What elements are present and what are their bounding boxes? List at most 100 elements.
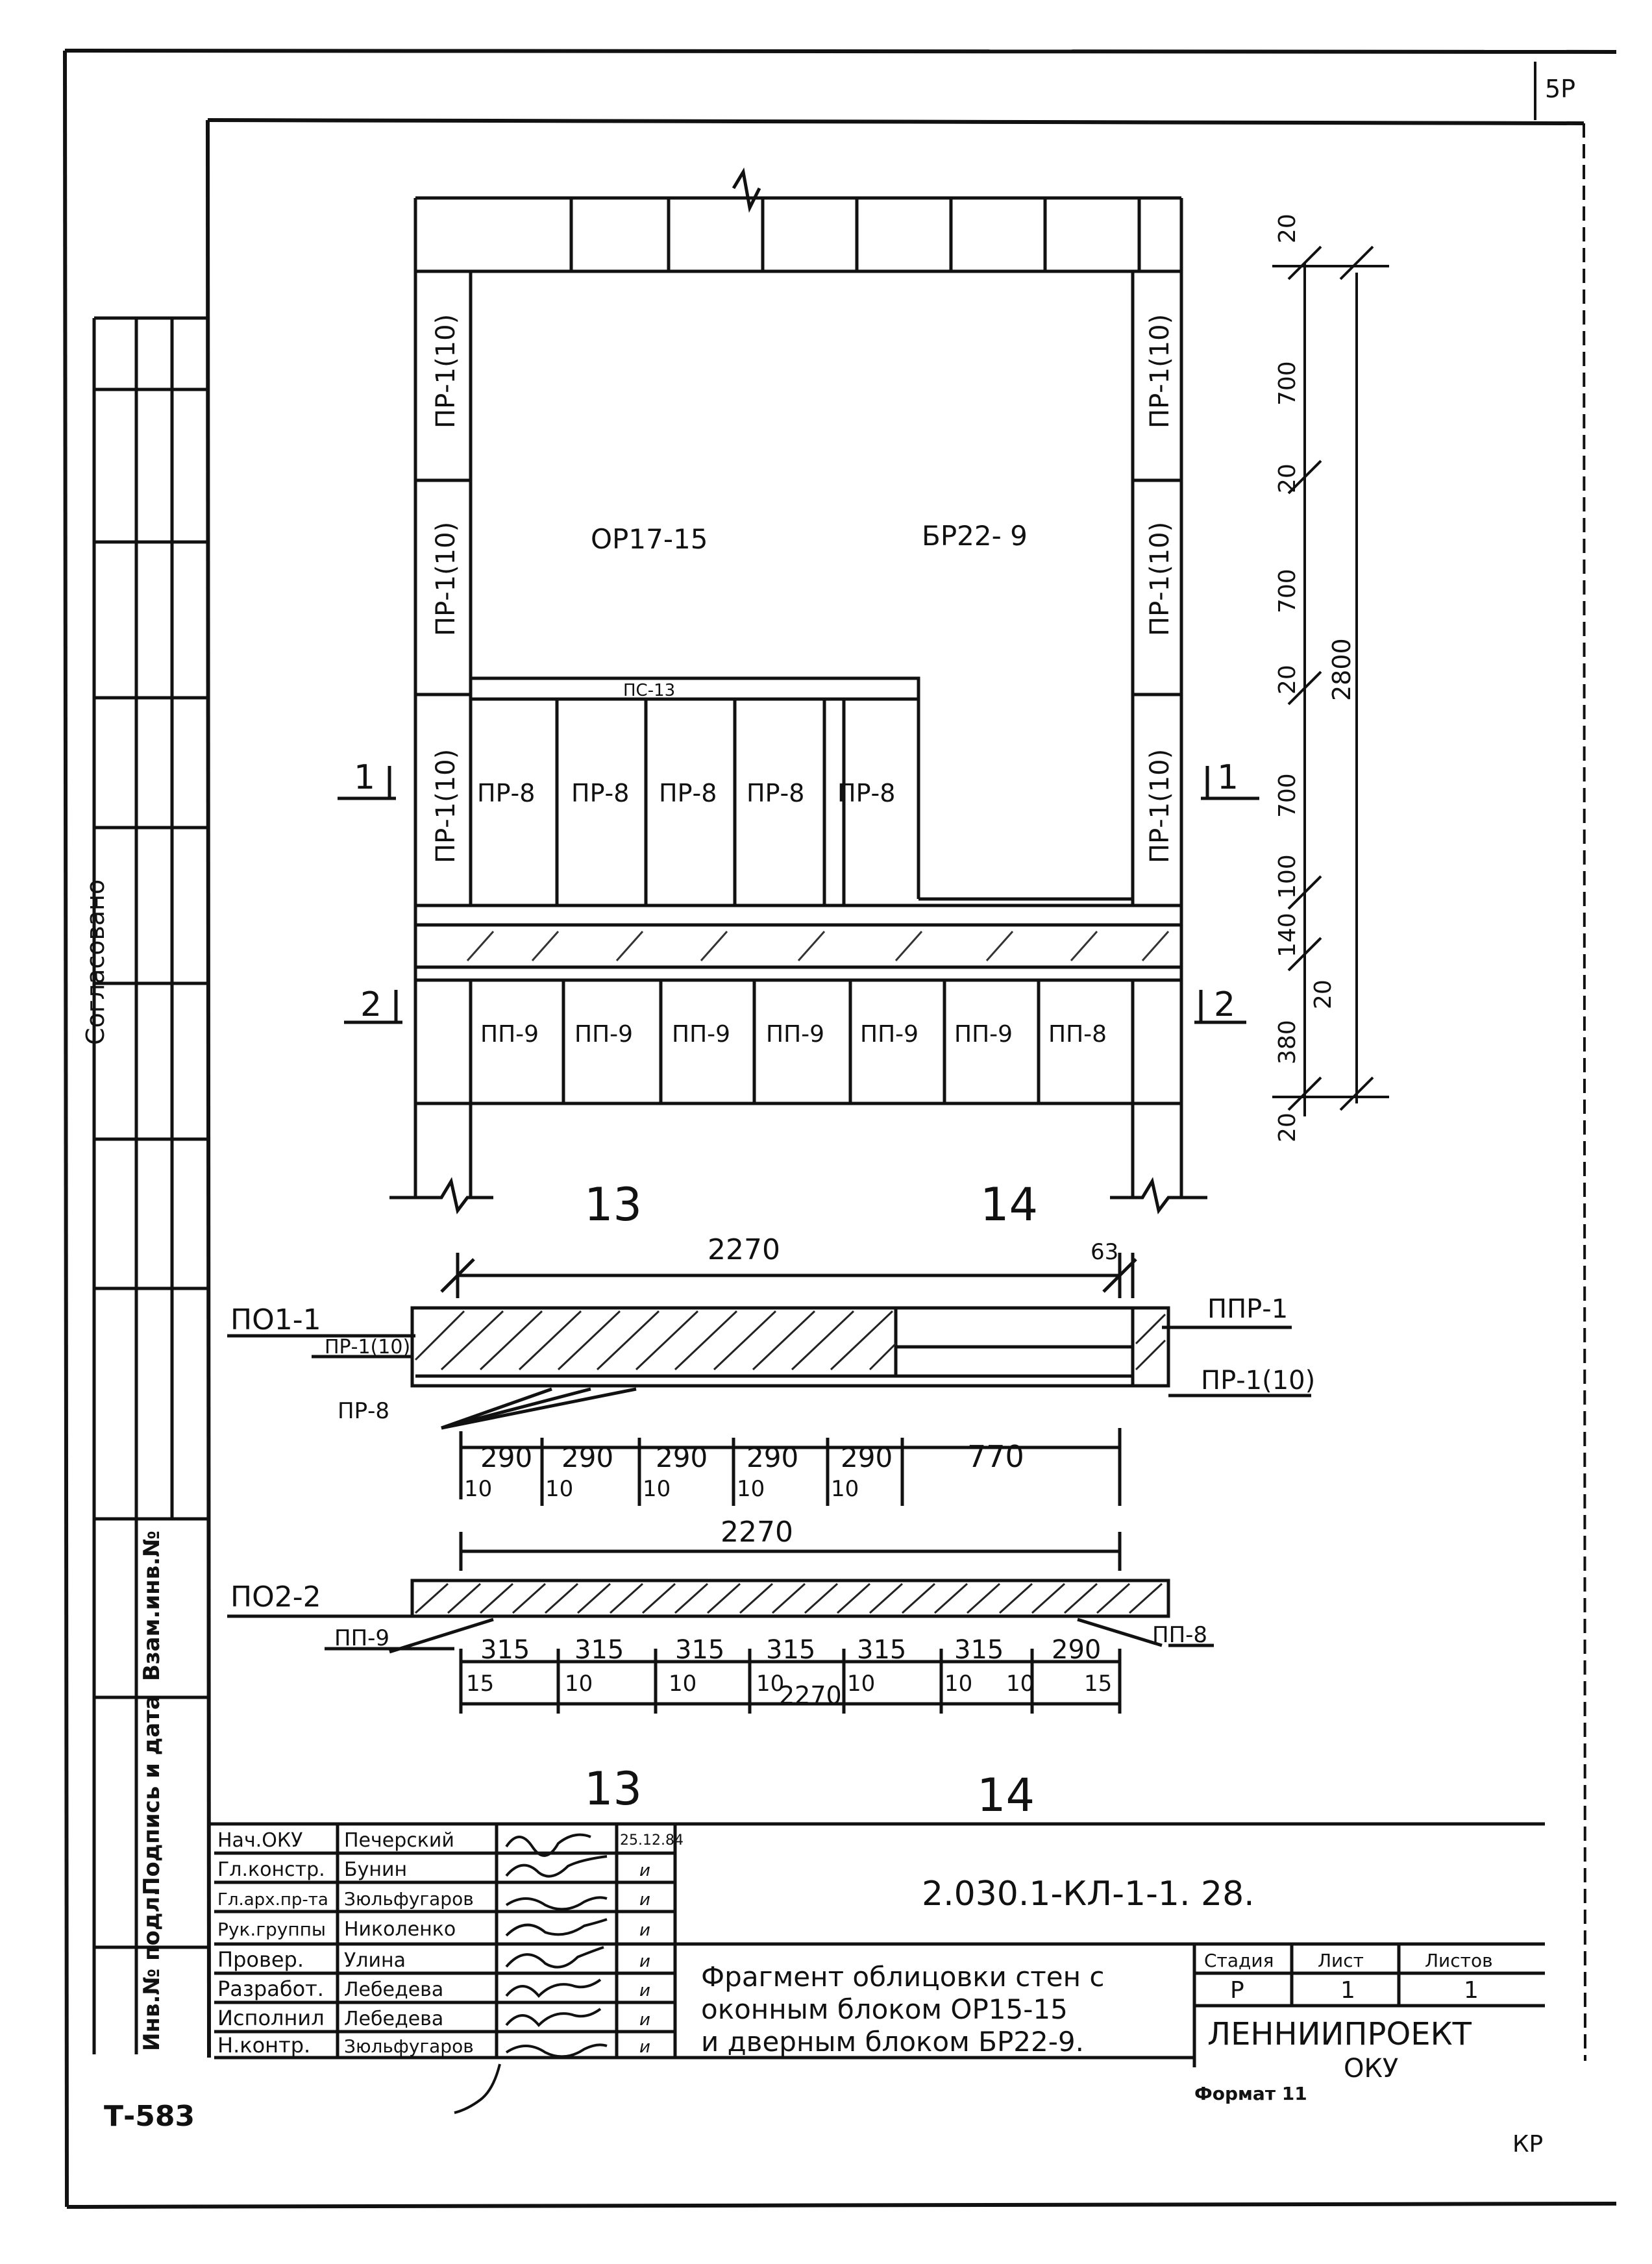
panel-mark-pp9: ПП-9	[480, 1021, 539, 1048]
panel-mark-pr8: ПР-8	[746, 779, 804, 807]
dim-w: 290	[656, 1442, 708, 1473]
panel-mark-pr8: ПР-8	[477, 779, 535, 807]
panel-mark-pp9: ПП-9	[574, 1021, 633, 1048]
panel-mark-pp8: ПП-8	[1048, 1021, 1107, 1048]
dim-w: 315	[766, 1635, 815, 1665]
side-panel-mark: ПР-1(10)	[1145, 314, 1175, 428]
drawing-title-line: Фрагмент облицовки стен с	[701, 1961, 1105, 1993]
name: Печерский	[344, 1829, 454, 1852]
panel-mark-pp9: ПП-9	[954, 1021, 1013, 1048]
facade-elevation	[389, 167, 1207, 1214]
dim-top-2270: 2270	[708, 1233, 780, 1266]
section-1-right: 1	[1217, 758, 1239, 797]
panel-mark-pr8: ПР-8	[571, 779, 629, 807]
side-panel-mark: ПР-1(10)	[431, 522, 461, 636]
panel-mark-pp9: ПП-9	[860, 1021, 918, 1048]
role: Разработ.	[217, 1976, 324, 2001]
drawing-title-line: оконным блоком ОР15-15	[701, 1993, 1068, 2025]
name: Улина	[344, 1949, 406, 1972]
name: Зюльфугаров	[344, 2036, 474, 2057]
side-panel-mark: ПР-1(10)	[1145, 522, 1175, 636]
section-1-left: 1	[354, 758, 375, 797]
section-2-left: 2	[360, 985, 382, 1024]
dim-w: 290	[746, 1442, 798, 1473]
section-2-2-title: ПО2-2	[230, 1581, 321, 1614]
dim-gap: 15	[466, 1671, 494, 1697]
sheet-value: 1	[1340, 1977, 1355, 2004]
dim-gap: 10	[737, 1476, 765, 1502]
dim-v: 20	[1274, 1113, 1301, 1142]
side-panel	[92, 316, 208, 2054]
label-ppr1: ППР-1	[1207, 1294, 1288, 1324]
date: и	[639, 2010, 650, 2030]
dim-w: 290	[1052, 1635, 1101, 1665]
name: Лебедева	[344, 2008, 443, 2030]
sheets-header: Листов	[1425, 1950, 1493, 1971]
department-name: ОКУ	[1344, 2054, 1398, 2084]
slab-concrete-fill	[466, 931, 1170, 961]
date: и	[639, 1861, 650, 1880]
dim-gap: 10	[847, 1671, 875, 1697]
section-1-1	[227, 1253, 1311, 1571]
lintel-mark: ПС-13	[623, 681, 675, 700]
panel-mark-pp9: ПП-9	[766, 1021, 824, 1048]
title-block	[208, 1822, 1545, 2067]
dim-v: 700	[1274, 361, 1301, 406]
label-pp8: ПП-8	[1152, 1622, 1207, 1648]
sheets-value: 1	[1464, 1977, 1479, 2004]
panel-mark-pr8: ПР-8	[659, 779, 717, 807]
dim-w: 315	[675, 1635, 724, 1665]
section-2-2	[227, 1579, 1214, 1714]
dim-gap: 15	[1084, 1671, 1112, 1697]
signatures	[454, 1833, 608, 2114]
dim-w: 290	[561, 1442, 613, 1473]
axis-14: 14	[980, 1178, 1038, 1231]
section-1-1-title: ПО1-1	[230, 1303, 321, 1336]
side-panel-mark: ПР-1(10)	[431, 314, 461, 428]
role: Гл.арх.пр-та	[217, 1890, 328, 1910]
sheet-border	[63, 49, 1617, 2209]
role: Рук.группы	[217, 1919, 326, 1940]
dim-v: 20	[1274, 214, 1301, 243]
window-block-mark: ОР17-15	[591, 523, 708, 555]
agreed-label: Согласовано	[81, 880, 110, 1045]
organization-name: ЛЕННИИПРОЕКТ	[1207, 2016, 1472, 2052]
side-panel-mark: ПР-1(10)	[431, 749, 461, 863]
dim-v: 100	[1274, 854, 1301, 899]
vertical-dimension-chain	[1272, 245, 1389, 1116]
dim-gap: 10	[565, 1671, 593, 1697]
dim-gap: 10	[464, 1476, 492, 1502]
dim-w: 290	[841, 1442, 893, 1473]
dim-w: 315	[574, 1635, 624, 1665]
role: Провер.	[217, 1947, 304, 1972]
dim-v: 700	[1274, 773, 1301, 818]
date: 25.12.84	[620, 1832, 684, 1849]
dim-w: 770	[967, 1439, 1024, 1474]
label-pr8: ПР-8	[338, 1398, 389, 1424]
axis-13: 13	[584, 1178, 642, 1231]
name: Бунин	[344, 1858, 407, 1881]
dim-w: 315	[480, 1635, 530, 1665]
sheet-number: 5Р	[1545, 75, 1575, 103]
section-markers	[338, 766, 1259, 1024]
sheet-header: Лист	[1318, 1950, 1364, 1971]
dim-v: 20	[1274, 665, 1301, 695]
paper-format: Формат 11	[1194, 2083, 1307, 2104]
section-2-2-hatch	[414, 1582, 1163, 1614]
panel-mark-pp9: ПП-9	[672, 1021, 730, 1048]
document-code: 2.030.1-КЛ-1-1. 28.	[922, 1875, 1255, 1913]
dim-w: 315	[954, 1635, 1004, 1665]
label-pr1-left: ПР-1(10)	[325, 1336, 410, 1359]
axis-14-bottom: 14	[977, 1769, 1035, 1822]
axis-13-bottom: 13	[584, 1762, 642, 1815]
inv-replace-label: Взам.инв.№	[139, 1531, 165, 1681]
date: и	[639, 1890, 650, 1910]
panel-mark-pr8: ПР-8	[837, 779, 895, 807]
door-block-mark: БР22- 9	[922, 520, 1028, 552]
dim-gap: 10	[1006, 1671, 1034, 1697]
dim-w: 315	[857, 1635, 906, 1665]
dim-w: 290	[480, 1442, 532, 1473]
date: и	[639, 1921, 650, 1940]
name: Николенко	[344, 1918, 456, 1941]
